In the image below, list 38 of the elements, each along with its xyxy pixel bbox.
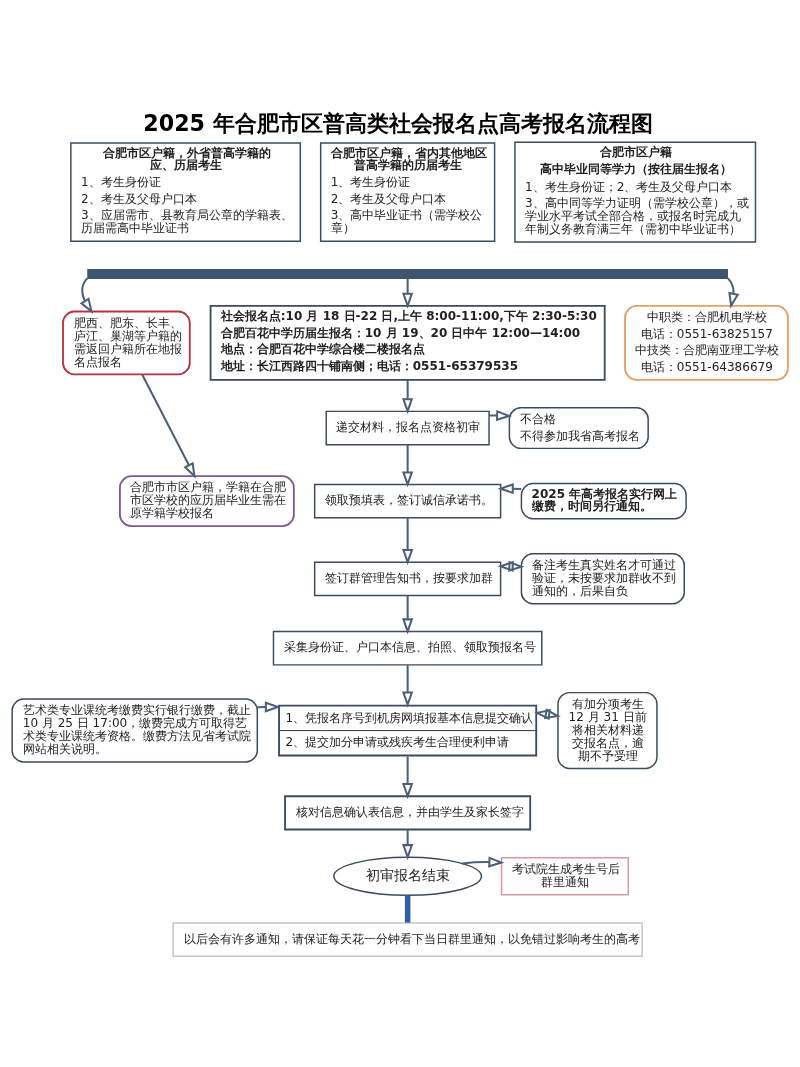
arrow (726, 277, 740, 309)
connector (404, 895, 411, 923)
node-box: 不合格 不得参加我省高考报名 (508, 406, 649, 450)
diagram-title: 2025 年合肥市区普高类社会报名点高考报名流程图 (143, 110, 653, 137)
node-box: 中职类：合肥机电学校 电话：0551-63825157 中技类：合肥南亚理工学校 电话：0551-64386679 (624, 305, 789, 381)
arrow (497, 560, 525, 573)
arrow (461, 856, 505, 868)
node-box: 签订群管理告知书，按要求加群 (313, 561, 502, 597)
node-box: 艺术类专业课统考缴费实行银行缴费，截止 10 月 25 日 17:00，缴费完成方可取得艺术类专业课统考资格。缴费方法见省考试院网站相关说明。 (11, 698, 259, 763)
arrow (402, 595, 414, 635)
node-box: 2025 年高考报名实行网上缴费，时间另行通知。 (520, 482, 687, 520)
node-box: 领取预填表，签订诚信承诺书。 (313, 483, 502, 519)
node-box: 合肥市区户籍，省内其他地区普高学籍的历届考生 1、考生身份证 2、考生及父母户口本 3、高中毕业证书（需学校公章） (319, 142, 496, 242)
node-box: 递交材料，报名点资格初审 (325, 410, 490, 446)
node-box: 肥西、肥东、长丰、庐江、巢湖等户籍的需返回户籍所在地报名点报名 (62, 310, 191, 376)
arrow (141, 374, 196, 479)
node-box: 合肥市区户籍 高中毕业同等学力（按往届生报名） 1、考生身份证；2、考生及父母户口本 3、高中同等学力证明（需学校公章），或学业水平考试全部合格，或报名时完成九年制义务教育满三年（需初中毕业证书） (514, 141, 757, 243)
node-box: 社会报名点:10 月 18 日-22 日,上午 8:00-11:00,下午 2:30-5:30 合肥百花中学历届生报名：10 月 19、20 日中午 12:00—14:00 地点：合肥百花中学综合楼二楼报名点 地址：长江西路四十铺南侧；电话：0551-65379535 (209, 305, 606, 381)
node-bar (87, 269, 728, 279)
arrow (534, 708, 561, 721)
arrow (402, 756, 414, 800)
node-box: 有加分项考生 12 月 31 日前将相关材料递交报名点，逾期不予受理 (557, 691, 658, 770)
arrow (79, 277, 94, 314)
node-ellipse: 初审报名结束 (333, 856, 483, 896)
arrow (402, 518, 414, 566)
node-box: 备注考生真实姓名才可通过验证，未按要求加群收不到通知的，后果自负 (520, 553, 685, 605)
node-box: 核对信息确认表信息，并由学生及家长签字 (284, 795, 532, 831)
node-box: 合肥市市区户籍，学籍在合肥市区学校的应历届毕业生需在原学籍学校报名 (119, 475, 295, 527)
arrow (257, 701, 281, 713)
arrow (402, 380, 414, 415)
node-box: 采集身份证、户口本信息、拍照、领取预报名号 (272, 630, 543, 666)
arrow (402, 829, 414, 861)
node-box: 以后会有许多通知，请保证每天花一分钟看下当日群里通知，以免错过影响考生的高考 (172, 922, 643, 958)
arrow (402, 278, 414, 309)
arrow (402, 444, 414, 488)
node-box: 合肥市区户籍，外省普高学籍的应、历届考生 1、考生身份证 2、考生及父母户口本 3、应届需市、县教育局公章的学籍表、历届需高中毕业证书 (70, 142, 302, 242)
arrow (402, 665, 414, 708)
node-box: 考试院生成考生号后群里通知 (500, 857, 629, 896)
